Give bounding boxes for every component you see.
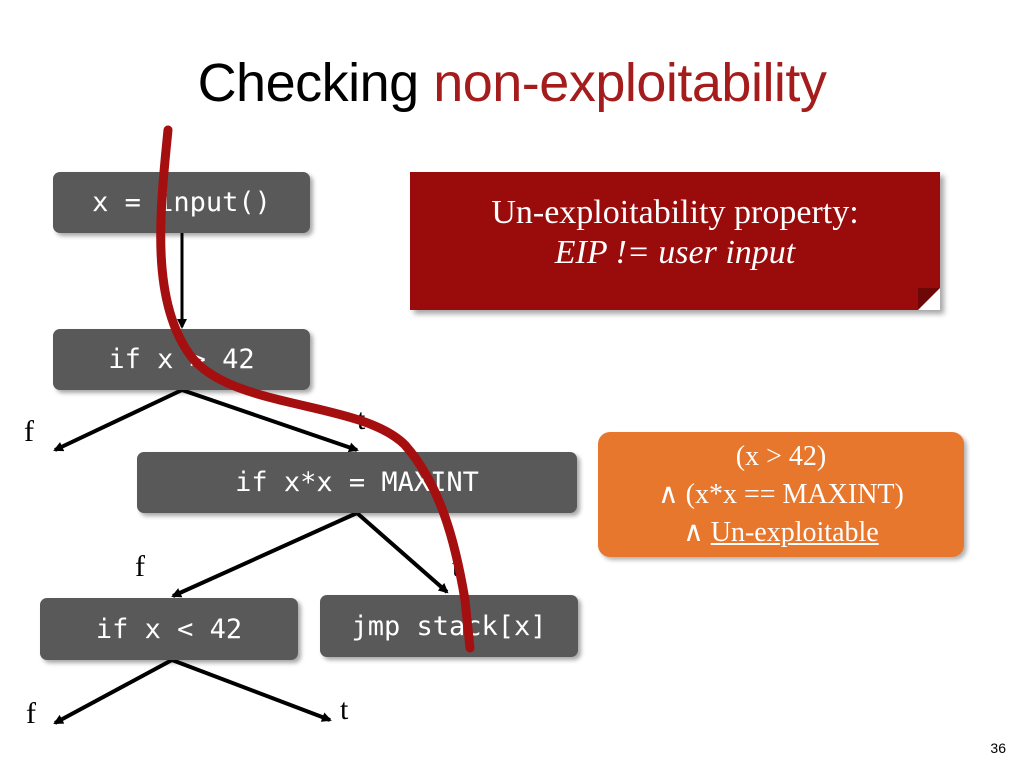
- label-lt-false: f: [26, 697, 36, 730]
- path-condition-box: (x > 42) ∧ (x*x == MAXINT) ∧ Un-exploita…: [598, 432, 964, 557]
- and-symbol: ∧: [658, 479, 679, 510]
- condition-line-3: ∧ Un-exploitable: [598, 514, 964, 552]
- page-number: 36: [990, 740, 1006, 756]
- label-mul-false: f: [135, 550, 145, 583]
- edge-gt-true: [181, 388, 359, 453]
- property-line-1: Un-exploitability property:: [491, 194, 859, 231]
- node-check-lt: if x < 42: [40, 598, 298, 660]
- node-input: x = input(): [53, 172, 310, 233]
- slide-title: Checking non-exploitability: [0, 52, 1024, 114]
- condition-line-1: (x > 42): [735, 441, 827, 472]
- node-jump: jmp stack[x]: [320, 595, 578, 657]
- folded-corner: [918, 288, 940, 310]
- label-gt-false: f: [24, 415, 34, 448]
- and-symbol: ∧: [683, 517, 704, 548]
- edge-mul-false: [171, 511, 358, 598]
- edge-gt-false: [53, 388, 183, 452]
- edge-lt-true: [171, 658, 332, 722]
- property-callout: Un-exploitability property: EIP != user …: [410, 172, 940, 310]
- edge-lt-false: [53, 658, 173, 725]
- label-lt-true: t: [340, 693, 349, 726]
- condition-line-2: ∧ (x*x == MAXINT): [598, 476, 964, 514]
- condition-text-3: Un-exploitable: [710, 517, 879, 548]
- condition-text-2: (x*x == MAXINT): [685, 479, 904, 510]
- title-accent: non-exploitability: [433, 53, 827, 113]
- property-line-2: EIP != user input: [554, 234, 796, 271]
- edge-mul-true: [355, 511, 449, 594]
- execution-path: [156, 125, 475, 653]
- title-main: Checking: [197, 53, 420, 113]
